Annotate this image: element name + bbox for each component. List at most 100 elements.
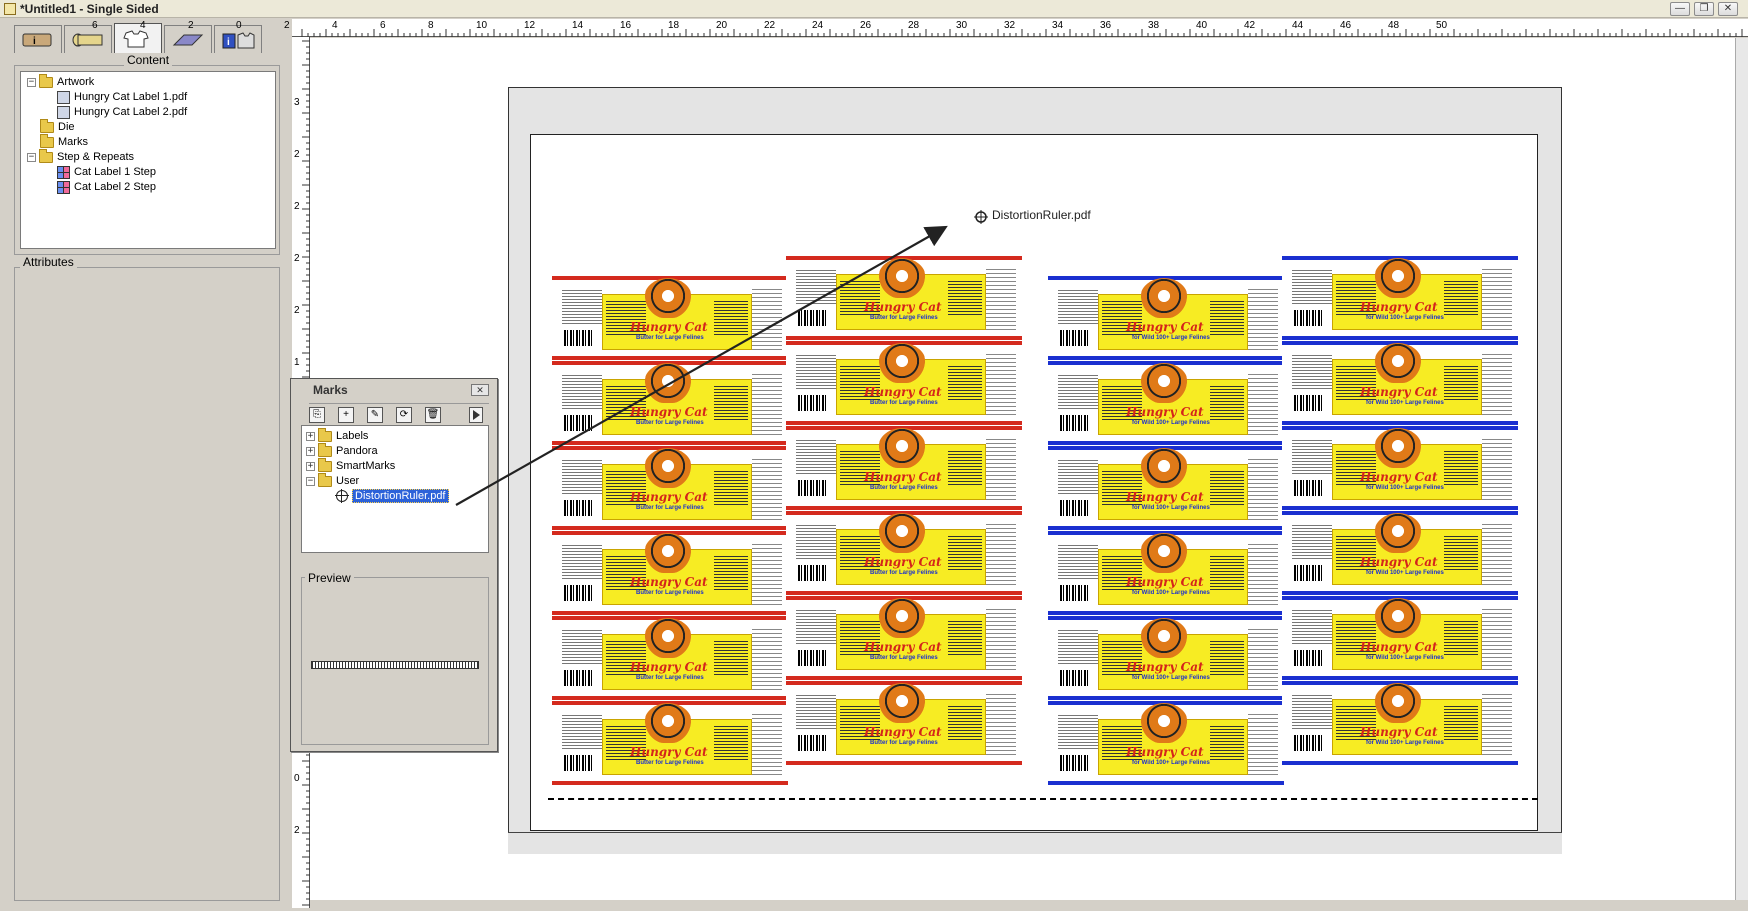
- expand-icon[interactable]: +: [306, 430, 315, 441]
- ruler-tick-label: 24: [812, 20, 824, 31]
- folder-icon: [318, 427, 332, 442]
- tree-item-artwork[interactable]: − Artwork: [27, 73, 95, 88]
- collapse-icon[interactable]: −: [306, 475, 315, 486]
- ingredients-text: [562, 543, 602, 579]
- tiger-image: [1140, 278, 1188, 318]
- play-icon[interactable]: [469, 407, 483, 423]
- marks-title-bar[interactable]: Marks ✕: [291, 379, 497, 401]
- ruler-tick-label: 22: [764, 20, 776, 31]
- tiger-image: [1374, 598, 1422, 638]
- minimize-button[interactable]: —: [1670, 2, 1690, 16]
- label-panel: [1098, 719, 1248, 775]
- restore-button[interactable]: ❐: [1694, 2, 1714, 16]
- panel-text: [840, 704, 880, 740]
- side-text: [752, 626, 782, 692]
- marks-item-smartmarks[interactable]: + SmartMarks: [306, 457, 396, 472]
- tiger-image: [644, 533, 692, 573]
- tree-item-die[interactable]: Die: [40, 118, 75, 135]
- collapse-icon[interactable]: −: [27, 151, 36, 162]
- tree-item-step-repeats[interactable]: − Step & Repeats: [27, 148, 135, 163]
- panel-text: [1210, 299, 1244, 335]
- panel-text: [1102, 299, 1142, 335]
- label-brand: Hungry Cat: [1360, 300, 1438, 314]
- ingredients-text: [1058, 628, 1098, 664]
- label-brand: Hungry Cat: [864, 640, 942, 654]
- collapse-icon[interactable]: −: [27, 76, 36, 87]
- import-mark-icon[interactable]: ⎘: [309, 407, 325, 423]
- label-tagline: Butter for Large Felines: [870, 570, 938, 576]
- close-button[interactable]: ✕: [1718, 2, 1738, 16]
- label-tagline: for Wild 100+ Large Felines: [1132, 590, 1210, 596]
- tree-item-artwork-2[interactable]: Hungry Cat Label 2.pdf: [57, 104, 187, 120]
- close-icon[interactable]: ✕: [471, 384, 489, 396]
- label-tagline: for Wild 100+ Large Felines: [1132, 505, 1210, 511]
- tab-content[interactable]: [114, 23, 162, 53]
- marks-item-user[interactable]: − User: [306, 472, 360, 487]
- ruler-tick-label: 16: [620, 20, 632, 31]
- label-tagline: for Wild 100+ Large Felines: [1366, 485, 1444, 491]
- tree-item-marks[interactable]: Marks: [40, 133, 88, 150]
- tab-stock[interactable]: [64, 25, 112, 53]
- tiger-image: [1140, 533, 1188, 573]
- tab-output[interactable]: i: [214, 25, 262, 53]
- tree-item-step-2[interactable]: Cat Label 2 Step: [57, 179, 156, 195]
- ruler-tick-label: 30: [956, 20, 968, 31]
- vertical-scrollbar[interactable]: [1735, 38, 1748, 900]
- label-brand: Hungry Cat: [630, 575, 708, 589]
- marks-dialog[interactable]: Marks ✕ ⎘ + ✎ ⟳ 🗑 + Labels + Pandora + S…: [290, 378, 498, 752]
- tree-item-artwork-1[interactable]: Hungry Cat Label 1.pdf: [57, 89, 187, 105]
- marks-item-distortion-ruler[interactable]: DistortionRuler.pdf: [335, 488, 449, 504]
- edit-mark-icon[interactable]: ✎: [367, 407, 383, 423]
- folder-icon: [39, 73, 53, 88]
- expand-icon[interactable]: +: [306, 445, 315, 456]
- marks-tree[interactable]: + Labels + Pandora + SmartMarks − User D…: [301, 425, 489, 553]
- content-tree[interactable]: − Artwork Hungry Cat Label 1.pdf Hungry …: [20, 71, 276, 249]
- panel-text: [948, 704, 982, 740]
- label-panel: [602, 719, 752, 775]
- app-icon: [4, 2, 16, 15]
- panel-text: [1444, 534, 1478, 570]
- label-panel: [1098, 294, 1248, 350]
- expand-icon[interactable]: +: [306, 460, 315, 471]
- barcode: [798, 395, 828, 411]
- side-text: [986, 691, 1016, 757]
- panel-text: [1336, 619, 1376, 655]
- add-mark-icon[interactable]: +: [338, 407, 354, 423]
- drop-target-label: DistortionRuler.pdf: [992, 208, 1091, 222]
- tab-info[interactable]: i: [14, 25, 62, 53]
- marks-item-pandora[interactable]: + Pandora: [306, 442, 378, 457]
- trash-icon[interactable]: 🗑: [425, 407, 441, 423]
- folder-icon: [40, 118, 54, 133]
- ruler-tick-label: 14: [572, 20, 584, 31]
- refresh-icon[interactable]: ⟳: [396, 407, 412, 423]
- side-text: [986, 606, 1016, 672]
- tab-press[interactable]: [164, 25, 212, 53]
- side-text: [1482, 521, 1512, 587]
- marks-item-labels[interactable]: + Labels: [306, 427, 369, 442]
- tree-item-step-1[interactable]: Cat Label 1 Step: [57, 164, 156, 180]
